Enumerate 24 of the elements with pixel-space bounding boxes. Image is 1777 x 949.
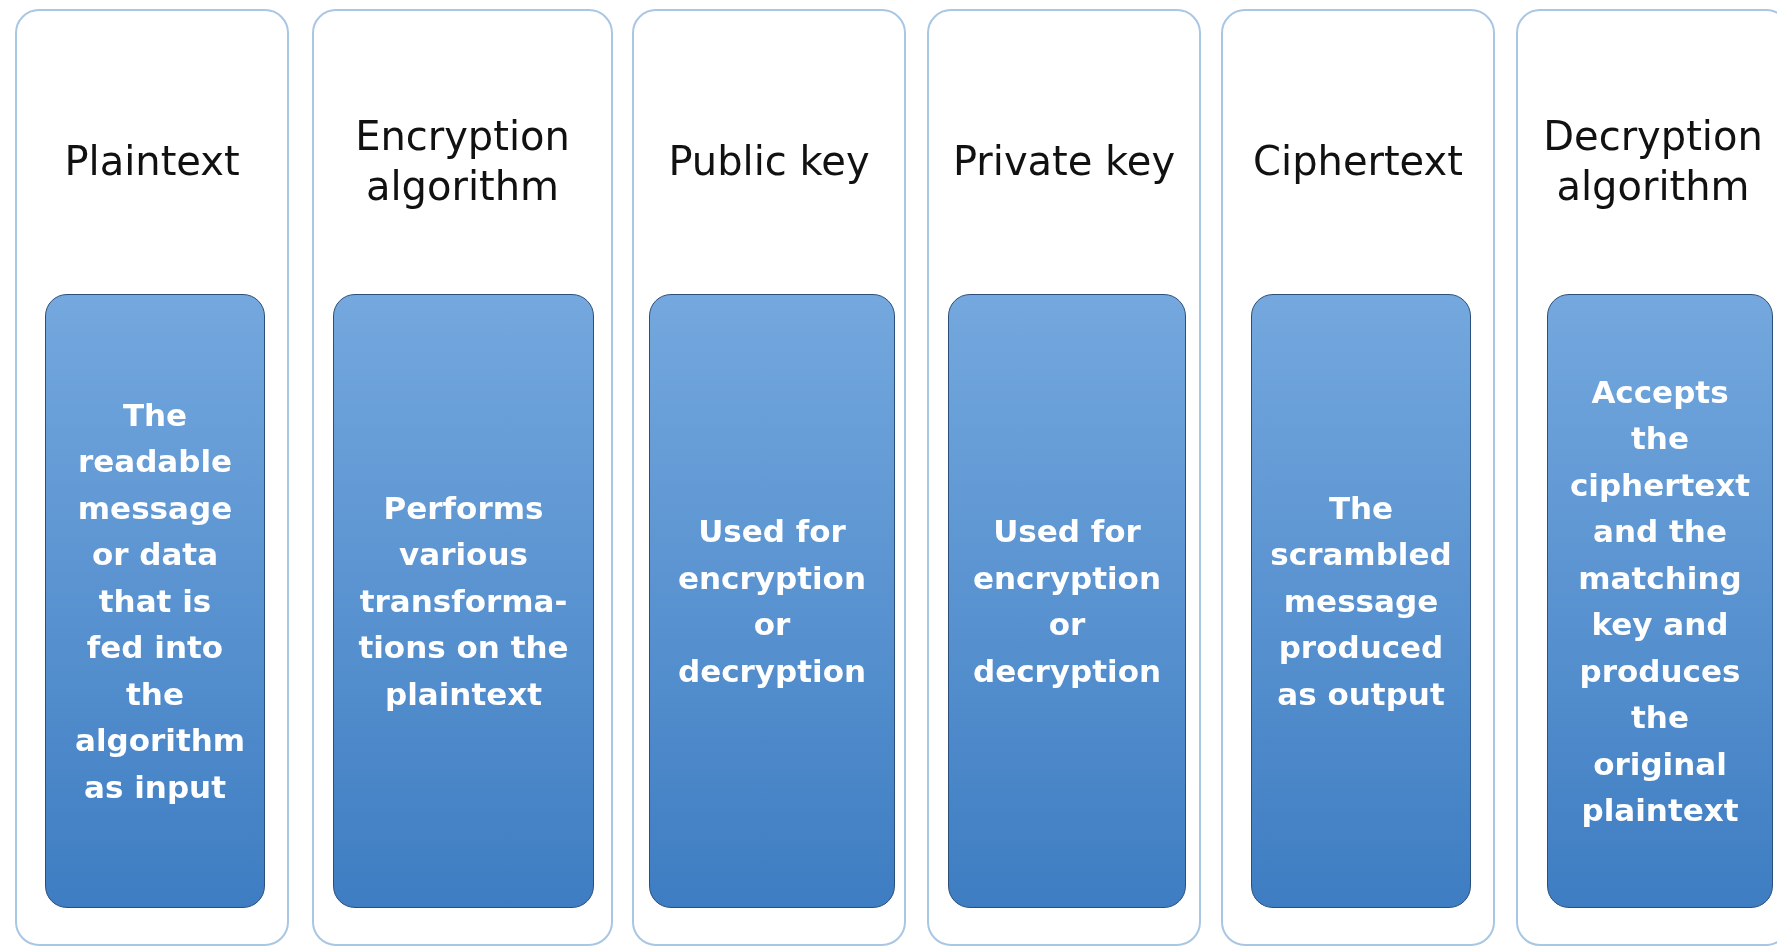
description-text: The readable message or data that is fed into the algorithm as input bbox=[74, 395, 245, 807]
description-text: Performs various transforma- tions on the plaintext bbox=[357, 488, 570, 714]
column-card bbox=[1516, 9, 1777, 946]
description-text: Accepts the ciphertext and the matching key and produces the original plaintext bbox=[1568, 372, 1752, 830]
description-box bbox=[1251, 294, 1471, 908]
description-box bbox=[649, 294, 895, 908]
column-card bbox=[632, 9, 906, 946]
description-box bbox=[948, 294, 1186, 908]
description-box bbox=[45, 294, 265, 908]
column-card bbox=[1221, 9, 1495, 946]
column-card bbox=[312, 9, 613, 946]
column-heading: Plaintext bbox=[64, 137, 240, 186]
description-text: Used for encryption or decryption bbox=[676, 512, 868, 691]
description-box bbox=[333, 294, 594, 908]
column-heading: Ciphertext bbox=[1253, 137, 1463, 186]
description-text: Used for encryption or decryption bbox=[971, 512, 1163, 691]
description-text: The scrambled message produced as output bbox=[1269, 488, 1453, 714]
column-heading: Private key bbox=[952, 137, 1176, 186]
column-heading: Decryption algorithm bbox=[1542, 112, 1764, 211]
column-card bbox=[15, 9, 289, 946]
column-heading: Encryption algorithm bbox=[354, 112, 571, 211]
column-card bbox=[927, 9, 1201, 946]
column-heading: Public key bbox=[668, 137, 870, 186]
description-box bbox=[1547, 294, 1773, 908]
